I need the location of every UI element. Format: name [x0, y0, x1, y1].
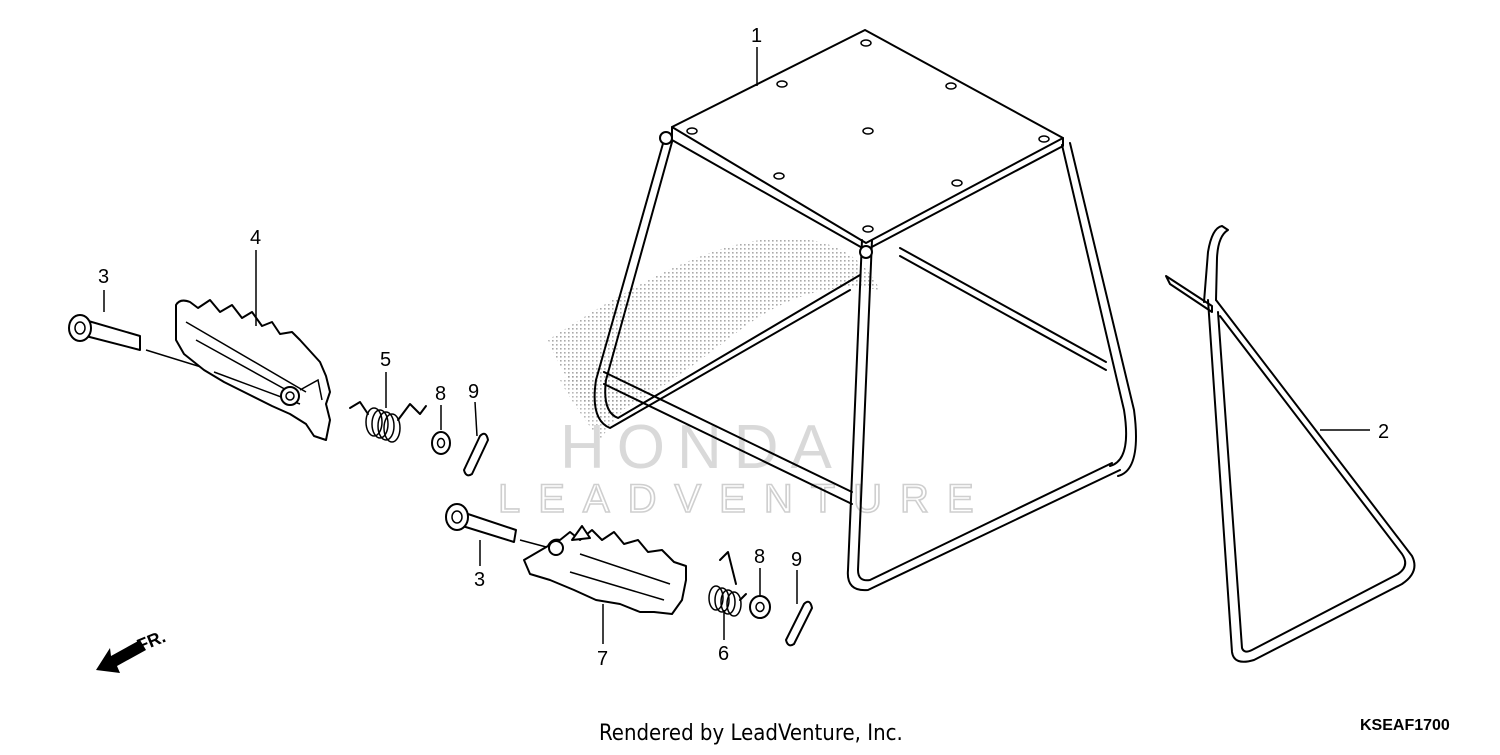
callout-8-lower: 8: [754, 546, 765, 568]
washer-lower: [749, 595, 771, 619]
footer-credit: Rendered by LeadVenture, Inc.: [599, 721, 903, 746]
callout-9-lower: 9: [791, 549, 802, 571]
stand-rear-leg: [1061, 144, 1128, 467]
part-cotter-pin-upper: [463, 432, 489, 477]
footpeg-right-body: [523, 529, 687, 615]
stand-left-front-leg-inner: [604, 141, 861, 419]
cotter-pin-upper: [463, 432, 489, 477]
stand-side-brace-lower: [899, 255, 1107, 371]
callout-2: 2: [1378, 421, 1389, 443]
pin-head: [445, 503, 469, 531]
direction-indicator: FR.: [96, 626, 168, 673]
front-arrow-icon: [96, 640, 146, 673]
side-stand-foot-tab: [1165, 275, 1213, 313]
side-stand-frame-outer: [1207, 299, 1416, 663]
side-stand-frame-inner: [1217, 311, 1407, 653]
watermark-wing-logo-lower: [560, 356, 680, 440]
callout-5: 5: [380, 349, 391, 371]
footpeg-right-pivot-hole: [548, 540, 564, 556]
stand-front-right-leg: [846, 239, 1121, 592]
watermark: HONDA LEADVENTURE: [497, 238, 992, 522]
part-spring-left: [349, 401, 427, 443]
stand-corner-cap: [659, 131, 673, 145]
stand-top-plate: [671, 29, 1064, 244]
stand-corner-cap: [859, 245, 873, 259]
part-washer-lower: [749, 595, 771, 619]
part-side-stand: [1165, 225, 1416, 663]
callout-3-upper: 3: [98, 266, 109, 288]
callout-4: 4: [250, 227, 261, 249]
callout-6: 6: [718, 643, 729, 665]
stand-rear-leg-inner: [1069, 142, 1137, 477]
watermark-dealer: LEADVENTURE: [498, 477, 992, 521]
footpeg-left-pivot-hole: [280, 386, 300, 406]
callout-7: 7: [597, 648, 608, 670]
footpeg-left-body: [175, 299, 331, 441]
stand-front-right-leg-inner: [857, 239, 1113, 582]
callout-9-upper: 9: [468, 381, 479, 403]
washer-upper: [431, 431, 451, 455]
part-stand: [593, 29, 1137, 592]
direction-label: FR.: [134, 626, 168, 655]
callouts: 1 2 3 4 5 8 9 3 7 6 8 9: [98, 25, 1389, 670]
part-spring-right: [708, 551, 747, 617]
stand-bolt-holes: [686, 39, 1050, 233]
pin-head: [68, 314, 92, 342]
callout-8-upper: 8: [435, 383, 446, 405]
callout-3-lower: 3: [474, 569, 485, 591]
part-cotter-pin-lower: [785, 600, 813, 647]
leader-lines: [103, 47, 1370, 644]
cotter-pin-lower: [785, 600, 813, 647]
part-footpeg-left: [175, 299, 331, 441]
diagram-code: KSEAF1700: [1360, 717, 1450, 734]
part-footpeg-right: [523, 525, 687, 615]
side-stand-top: [1203, 225, 1229, 303]
stand-left-front-leg: [593, 139, 851, 429]
part-pin-lower: [445, 503, 551, 549]
stand-cross-bar-upper: [603, 371, 853, 493]
stand-side-brace: [899, 247, 1107, 363]
stand-cross-bar-lower: [603, 383, 853, 505]
callout-1: 1: [751, 25, 762, 47]
part-washer-upper: [431, 431, 451, 455]
